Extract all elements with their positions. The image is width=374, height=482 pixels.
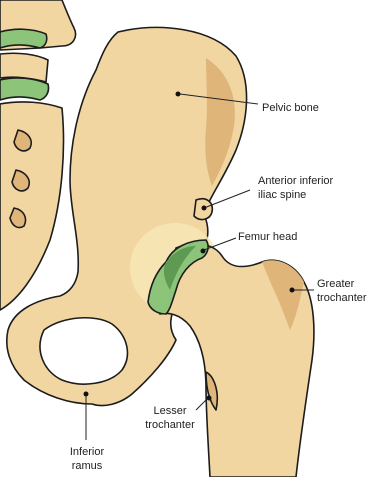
label-femur-head: Femur head: [238, 230, 297, 244]
anchor-dot-anterior-inferior-iliac-spine: [202, 206, 207, 211]
sacrum: [0, 102, 64, 310]
label-anterior-inferior-iliac-spine-line-1: Anterior inferior: [258, 174, 333, 188]
label-lesser-trochanter: Lesser trochanter: [140, 404, 200, 432]
anchor-dot-inferior-ramus: [84, 392, 89, 397]
label-pelvic-bone: Pelvic bone: [262, 101, 319, 115]
intervertebral-disc-upper: [0, 29, 47, 48]
intervertebral-disc-lower: [0, 78, 49, 100]
anchor-dot-femur-head: [201, 249, 206, 254]
obturator-foramen: [40, 318, 127, 384]
label-lesser-trochanter-line-2: trochanter: [140, 418, 200, 432]
spine-vertebrae: [0, 0, 76, 100]
anchor-dot-lesser-trochanter: [207, 396, 212, 401]
label-inferior-ramus-line-1: Inferior: [62, 445, 112, 459]
anchor-dot-greater-trochanter: [290, 288, 295, 293]
femur: [148, 240, 314, 477]
label-greater-trochanter-line-1: Greater: [317, 277, 367, 291]
label-lesser-trochanter-line-1: Lesser: [140, 404, 200, 418]
label-inferior-ramus-line-2: ramus: [62, 459, 112, 473]
label-greater-trochanter: Greater trochanter: [317, 277, 367, 305]
label-inferior-ramus: Inferior ramus: [62, 445, 112, 473]
label-anterior-inferior-iliac-spine-line-2: iliac spine: [258, 188, 333, 202]
label-anterior-inferior-iliac-spine: Anterior inferior iliac spine: [258, 174, 333, 202]
label-greater-trochanter-line-2: trochanter: [317, 291, 367, 305]
anchor-dot-pelvic-bone: [176, 92, 181, 97]
